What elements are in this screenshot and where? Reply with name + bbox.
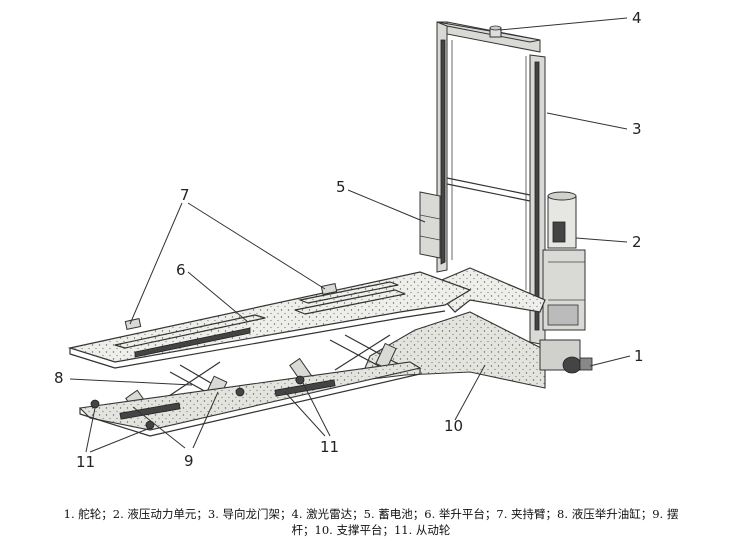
label-6: 6 bbox=[176, 261, 186, 279]
figure-caption: 1. 舵轮；2. 液压动力单元；3. 导向龙门架；4. 激光雷达；5. 蓄电池；… bbox=[10, 506, 732, 538]
label-4: 4 bbox=[632, 9, 642, 27]
label-9: 9 bbox=[184, 452, 194, 470]
label-3: 3 bbox=[632, 120, 642, 138]
caption-line-2: 杆；10. 支撑平台；11. 从动轮 bbox=[291, 523, 451, 537]
laser-radar bbox=[489, 25, 502, 38]
label-11-right: 11 bbox=[320, 438, 339, 456]
label-10: 10 bbox=[444, 417, 463, 435]
steering-wheel bbox=[539, 339, 593, 374]
lower-chassis bbox=[78, 361, 422, 437]
clamping-arms bbox=[124, 283, 338, 330]
lift-platform bbox=[67, 271, 472, 369]
label-5: 5 bbox=[336, 178, 346, 196]
battery bbox=[419, 191, 441, 259]
number-labels: 4 3 2 1 5 6 7 8 9 10 11 11 bbox=[54, 9, 644, 471]
label-8: 8 bbox=[54, 369, 64, 387]
caption-line-1: 1. 舵轮；2. 液压动力单元；3. 导向龙门架；4. 激光雷达；5. 蓄电池；… bbox=[63, 507, 679, 521]
label-2: 2 bbox=[632, 233, 642, 251]
label-1: 1 bbox=[634, 347, 644, 365]
leader-lines bbox=[69, 17, 631, 453]
hydraulic-power-unit bbox=[542, 191, 586, 331]
label-7: 7 bbox=[180, 186, 190, 204]
label-11-left: 11 bbox=[76, 453, 95, 471]
